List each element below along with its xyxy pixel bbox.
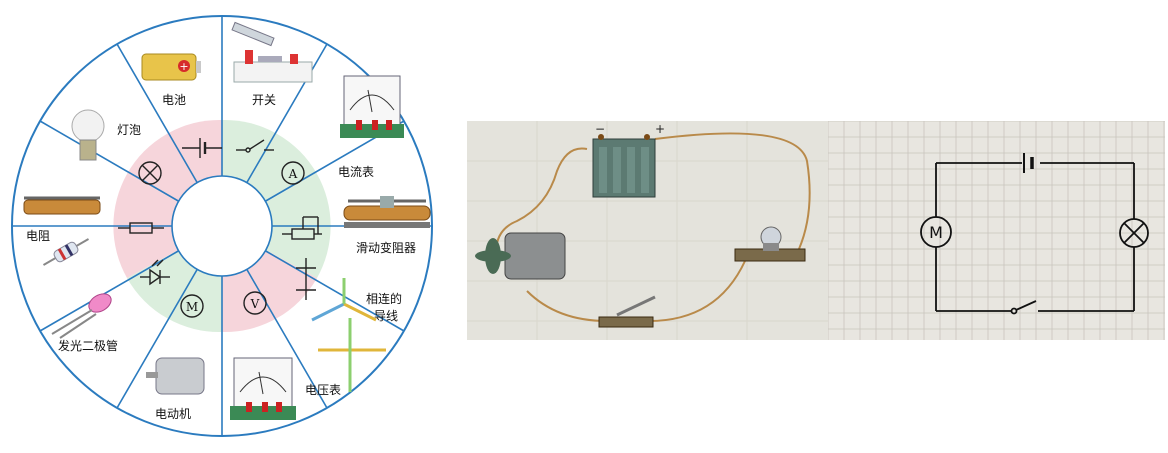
switch-picture <box>231 21 313 83</box>
schematic-lamp <box>1119 218 1149 248</box>
voltmeter-label: 电压表 <box>305 383 341 397</box>
voltmeter-symbol <box>243 291 267 315</box>
bulb-symbol <box>138 161 162 185</box>
photo-switch <box>598 295 656 328</box>
schematic-motor-letter: M <box>929 223 943 242</box>
rheostat-symbol <box>282 216 322 240</box>
svg-text:+: + <box>179 60 188 73</box>
photo-motor <box>475 232 566 280</box>
schematic-grid <box>828 121 1165 340</box>
schematic-battery <box>1023 153 1034 173</box>
circuit-photo: − + <box>467 121 828 340</box>
ammeter-label: 电流表 <box>338 165 374 179</box>
led-symbol <box>140 259 170 286</box>
svg-text:+: + <box>655 122 665 136</box>
wheel-center <box>171 175 273 277</box>
resistor-picture <box>23 196 101 266</box>
connected-wires-label-line1: 相连的 <box>366 291 402 306</box>
component-symbol-wheel: A V M + <box>11 15 433 437</box>
resistor-symbol <box>118 222 164 234</box>
switch-label: 开关 <box>252 93 276 107</box>
ammeter-symbol-letter: A <box>288 167 298 181</box>
bulb-label: 灯泡 <box>117 123 141 137</box>
battery-label: 电池 <box>162 93 186 107</box>
battery-symbol <box>182 138 222 158</box>
connected-wires-label-line2: 导线 <box>374 309 398 323</box>
ammeter-symbol <box>281 161 305 185</box>
connected-wires-symbol <box>296 258 316 300</box>
ammeter-picture <box>340 75 404 138</box>
motor-symbol-letter: M <box>186 300 198 314</box>
motor-symbol <box>180 294 204 318</box>
rheostat-label: 滑动变阻器 <box>356 240 416 255</box>
schematic-switch <box>1010 300 1037 315</box>
schematic-motor: M <box>920 216 952 248</box>
photo-wires <box>495 132 811 322</box>
battery-picture: + <box>141 53 201 81</box>
resistor-label: 电阻 <box>26 229 50 243</box>
voltmeter-symbol-letter: V <box>250 297 260 311</box>
photo-bulb-holder <box>734 226 806 262</box>
svg-text:−: − <box>595 122 605 136</box>
voltmeter-picture <box>230 357 296 420</box>
connected-wires-picture <box>311 278 386 392</box>
schematic-background <box>828 121 1165 340</box>
circuit-schematic: M <box>828 121 1165 340</box>
switch-symbol <box>236 139 274 153</box>
led-label: 发光二极管 <box>58 338 118 353</box>
rheostat-picture <box>343 196 431 228</box>
schematic-wires <box>935 162 1135 312</box>
photo-battery-pack: − + <box>592 122 665 198</box>
motor-picture <box>146 357 205 395</box>
led-picture <box>51 293 112 339</box>
motor-label: 电动机 <box>155 407 191 421</box>
bulb-picture <box>71 109 105 161</box>
